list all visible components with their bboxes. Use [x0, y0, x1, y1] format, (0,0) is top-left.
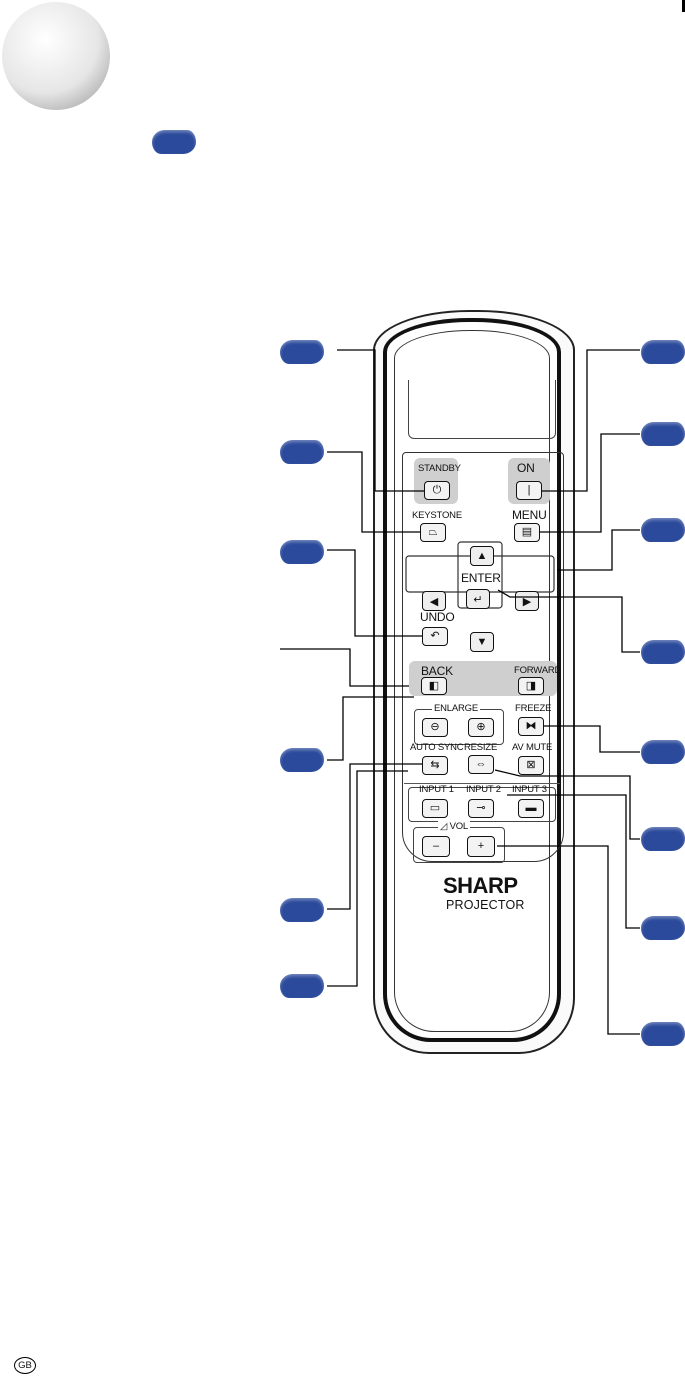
model-label: PROJECTOR — [446, 898, 525, 912]
undo-icon: ↶ — [430, 630, 440, 642]
enlarge-label: ENLARGE — [432, 703, 481, 714]
forward-page-icon: ◨ — [525, 679, 537, 692]
vol-up-button[interactable]: + — [467, 836, 495, 857]
enter-label: ENTER — [461, 571, 501, 585]
left-arrow-button[interactable]: ◀ — [422, 591, 446, 611]
volume-triangle-icon: ◿ — [440, 821, 448, 832]
keystone-icon: ⏢ — [428, 526, 438, 538]
video-plug-icon: ⊸ — [476, 802, 486, 814]
input-group — [408, 787, 556, 822]
button-panel — [402, 452, 564, 862]
back-label: BACK — [421, 664, 453, 678]
callout-tag-undo — [280, 540, 324, 564]
callout-tag-volume — [641, 1022, 685, 1046]
on-symbol: | — [527, 484, 531, 496]
callout-tag-enter — [641, 640, 685, 664]
keystone-button[interactable]: ⏢ — [420, 523, 446, 542]
callout-tag-keystone — [280, 440, 324, 464]
menu-icon: ▤ — [521, 526, 533, 538]
auto-sync-button[interactable]: ⇆ — [422, 756, 448, 775]
region-badge: GB — [14, 1357, 36, 1374]
callout-tag-input — [280, 974, 324, 998]
input2-button[interactable]: ⊸ — [468, 799, 494, 818]
plus-symbol: + — [477, 840, 485, 852]
callout-tag-on — [641, 340, 685, 364]
mute-icon: ⊠ — [526, 759, 536, 771]
top-edge-line — [682, 0, 685, 12]
standby-button[interactable]: ⏻ — [424, 481, 450, 500]
standby-label: STANDBY — [418, 463, 461, 474]
enter-button[interactable]: ↵ — [466, 589, 490, 609]
vol-label: VOL — [449, 821, 469, 832]
minus-symbol: – — [432, 840, 440, 852]
zoom-out-icon: ⊖ — [430, 721, 440, 733]
power-icon: ⏻ — [432, 484, 442, 496]
resize-icon: ⇔ — [475, 758, 487, 770]
av-mute-label: AV MUTE — [512, 742, 553, 753]
brand-logo: SHARP — [443, 873, 518, 898]
callout-tag-auto-sync — [280, 898, 324, 922]
zoom-in-icon: ⊕ — [476, 721, 486, 733]
enlarge-minus-button[interactable]: ⊖ — [422, 718, 448, 737]
freeze-button[interactable]: ⧓ — [518, 717, 544, 736]
dash-icon: ▬ — [525, 802, 537, 814]
keystone-label: KEYSTONE — [412, 510, 462, 521]
freeze-label: FREEZE — [515, 703, 552, 714]
input3-label: INPUT 3 — [512, 784, 547, 795]
arrow-up-icon: ▲ — [476, 550, 488, 562]
ir-window — [408, 380, 556, 439]
corner-circle-decoration — [2, 2, 110, 110]
header-callout-tag — [152, 130, 196, 154]
input3-button[interactable]: ▬ — [518, 799, 544, 818]
arrow-left-icon: ◀ — [429, 595, 439, 608]
auto-sync-icon: ⇆ — [430, 759, 440, 771]
up-arrow-button[interactable]: ▲ — [470, 546, 494, 566]
callout-tag-resize — [641, 916, 685, 940]
on-label: ON — [517, 461, 535, 475]
av-mute-button[interactable]: ⊠ — [518, 756, 544, 775]
callout-tag-freeze — [641, 740, 685, 764]
auto-sync-label: AUTO SYNC — [410, 742, 464, 753]
forward-button[interactable]: ◨ — [518, 677, 544, 695]
divider — [404, 783, 560, 784]
back-page-icon: ◧ — [428, 679, 440, 692]
down-arrow-button[interactable]: ▼ — [470, 632, 494, 652]
undo-label: UNDO — [420, 610, 455, 624]
monitor-icon: ▭ — [429, 802, 441, 814]
undo-button[interactable]: ↶ — [422, 627, 448, 646]
callout-tag-av-mute — [641, 827, 685, 851]
callout-tag-enlarge — [280, 748, 324, 772]
input2-label: INPUT 2 — [466, 784, 501, 795]
menu-button[interactable]: ▤ — [514, 523, 540, 542]
enter-icon: ↵ — [473, 593, 483, 606]
right-arrow-button[interactable]: ▶ — [515, 591, 539, 611]
arrow-down-icon: ▼ — [476, 636, 488, 648]
menu-label: MENU — [512, 508, 547, 522]
back-button[interactable]: ◧ — [421, 677, 447, 695]
arrow-right-icon: ▶ — [522, 595, 532, 608]
vol-label-wrap: ◿ VOL — [438, 821, 470, 832]
enlarge-plus-button[interactable]: ⊕ — [468, 718, 494, 737]
resize-label: RESIZE — [464, 742, 498, 753]
forward-label: FORWARD — [514, 665, 562, 676]
input1-button[interactable]: ▭ — [422, 799, 448, 818]
resize-button[interactable]: ⇔ — [468, 755, 494, 774]
freeze-icon: ⧓ — [525, 720, 537, 732]
callout-tag-arrows — [641, 518, 685, 542]
callout-tag-menu — [641, 422, 685, 446]
on-button[interactable]: | — [516, 481, 542, 500]
vol-down-button[interactable]: – — [422, 836, 450, 857]
input1-label: INPUT 1 — [419, 784, 454, 795]
callout-tag-standby — [280, 340, 324, 364]
